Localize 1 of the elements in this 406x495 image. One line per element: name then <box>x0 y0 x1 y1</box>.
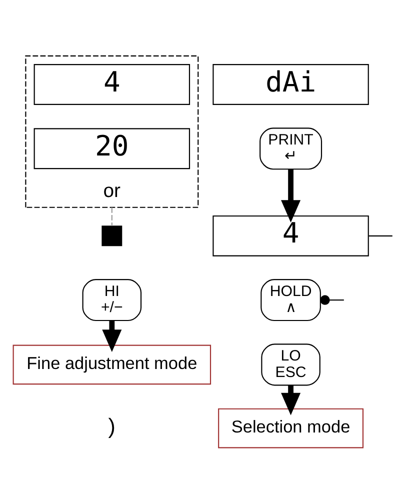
label: ) <box>108 414 115 439</box>
